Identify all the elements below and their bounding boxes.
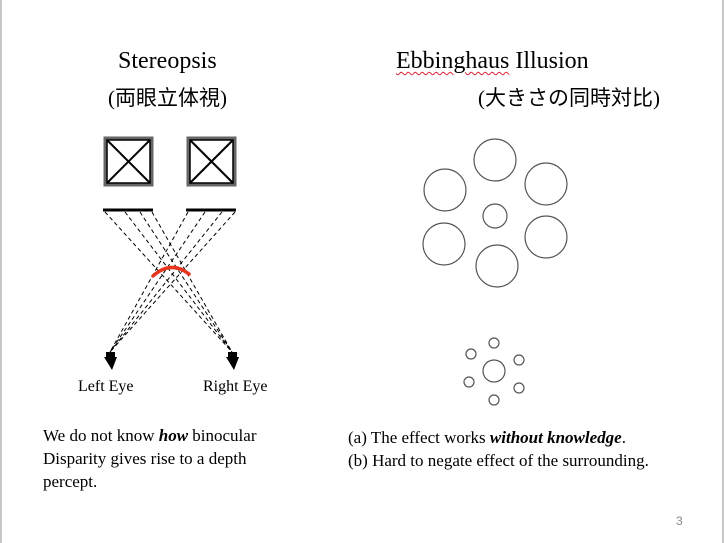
- stereopsis-subtitle: (両眼立体視): [108, 86, 227, 110]
- center-circle-small-context: [482, 359, 506, 383]
- caption-line-3: percept.: [43, 472, 98, 491]
- ebbinghaus-small-surround: [463, 337, 525, 406]
- point-a: (a) The effect works without knowledge.: [348, 428, 626, 447]
- ebbinghaus-caption: (a) The effect works without knowledge. …: [348, 426, 649, 472]
- slide-left-edge: [0, 0, 2, 543]
- ebbinghaus-title: Ebbinghaus Illusion: [396, 48, 589, 75]
- sight-lines: [104, 211, 236, 353]
- ebbinghaus-subtitle: (大きさの同時対比): [478, 86, 660, 110]
- caption-emphasis: how: [158, 426, 189, 445]
- stereopsis-diagram: [103, 136, 239, 370]
- point-b: (b) Hard to negate effect of the surroun…: [348, 451, 649, 470]
- ebbinghaus-large-surround: [422, 138, 568, 288]
- ebbinghaus-title-rest: Illusion: [509, 48, 589, 74]
- left-eye-icon: [104, 352, 117, 370]
- caption-line-2: Disparity gives rise to a depth: [43, 449, 247, 468]
- disparity-arc: [151, 265, 191, 278]
- stereopsis-caption: We do not know how binocular Disparity g…: [43, 424, 256, 493]
- slide-right-edge: [722, 0, 724, 543]
- caption-line-1: We do not know how binocular: [43, 426, 257, 445]
- center-circle-large-context: [482, 203, 508, 229]
- point-a-emphasis: without knowledge: [489, 428, 622, 447]
- right-eye-icon: [226, 352, 239, 370]
- right-crossed-box: [186, 136, 237, 187]
- right-eye-label: Right Eye: [203, 378, 268, 395]
- page-number: 3: [676, 514, 683, 528]
- stereopsis-title: Stereopsis: [118, 48, 217, 74]
- spellcheck-word[interactable]: Ebbinghaus: [396, 48, 510, 74]
- left-eye-label: Left Eye: [78, 378, 134, 395]
- left-crossed-box: [103, 136, 154, 187]
